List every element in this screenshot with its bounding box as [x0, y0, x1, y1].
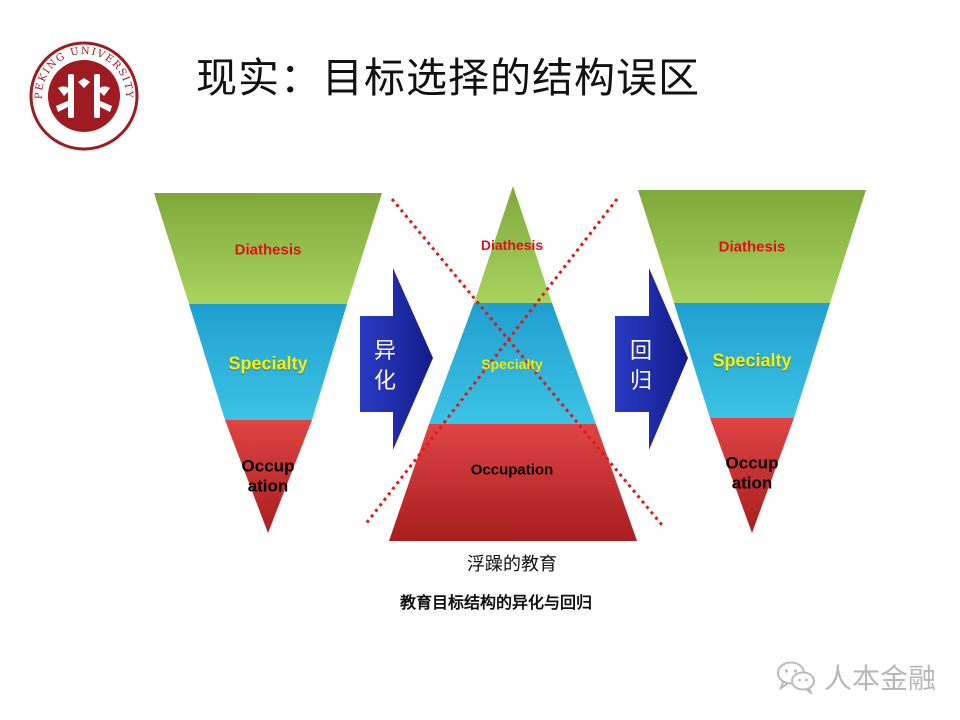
peking-university-seal: PEKING UNIVERSITY 1898: [29, 41, 139, 151]
right-pyramid-red-layer: [710, 418, 794, 533]
slide-title: 现实：目标选择的结构误区: [196, 54, 700, 102]
left-specialty-label: Specialty: [228, 353, 308, 374]
wechat-icon: [776, 661, 815, 694]
left-occupation-label: Occup ation: [241, 456, 295, 495]
left-pyramid-green-layer: [154, 193, 382, 304]
center-specialty-label: Specialty: [481, 355, 543, 372]
center-occupation-label: Occupation: [470, 461, 554, 479]
left-diathesis-label: Diathesis: [234, 241, 302, 259]
left-pyramid-blue-layer: [189, 304, 347, 420]
wechat-watermark: 人本金融: [776, 657, 936, 697]
center-pyramid: [389, 186, 637, 541]
right-pyramid-blue-layer: [674, 303, 830, 418]
center-pyramid-red-layer: [389, 424, 637, 541]
return-arrow-label: 回 归: [629, 339, 652, 394]
right-specialty-label: Specialty: [712, 350, 792, 371]
left-arrow-shape: [360, 268, 433, 450]
watermark-text: 人本金融: [823, 662, 936, 695]
diagram-caption: 教育目标结构的异化与回归: [399, 593, 593, 612]
right-inverted-pyramid: [638, 190, 866, 533]
left-inverted-pyramid: [154, 193, 382, 533]
center-diathesis-label: Diathesis: [480, 236, 544, 253]
center-pyramid-green-layer: [474, 186, 552, 303]
right-arrow-shape: [615, 268, 688, 450]
impetuous-education-caption: 浮躁的教育: [467, 554, 557, 575]
right-diathesis-label: Diathesis: [718, 238, 786, 256]
seal-ring-text-bottom: 1898: [65, 118, 100, 133]
right-occupation-label: Occup ation: [725, 453, 779, 492]
left-pyramid-red-layer: [225, 420, 312, 533]
red-dotted-cross: [363, 198, 664, 526]
right-pyramid-green-layer: [638, 190, 866, 303]
svg-text:1898: 1898: [65, 118, 103, 133]
alienation-arrow-label: 异 化: [373, 339, 396, 394]
